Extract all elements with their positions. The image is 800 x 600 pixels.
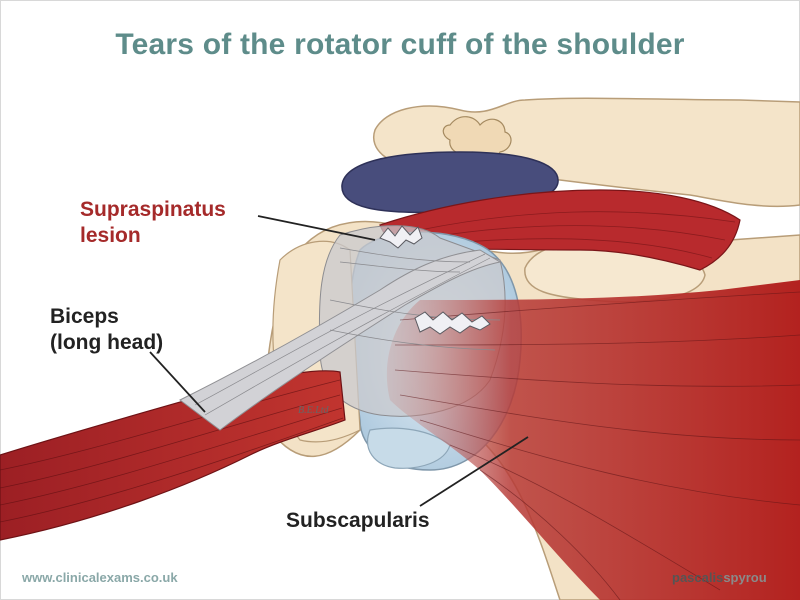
biceps-label: Biceps (long head) bbox=[50, 304, 163, 356]
supraspinatus-tear bbox=[379, 225, 423, 249]
subscapularis-label: Subscapularis bbox=[286, 509, 430, 532]
supraspinatus-label: Supraspinatus lesion bbox=[80, 197, 226, 249]
page-title: Tears of the rotator cuff of the shoulde… bbox=[115, 28, 685, 61]
subscapularis-leader-line bbox=[419, 436, 529, 507]
subscapularis-tear bbox=[414, 311, 491, 335]
ac-joint bbox=[442, 116, 512, 160]
biceps-fibers bbox=[0, 379, 344, 523]
supraspinatus-label-line2: lesion bbox=[80, 224, 141, 247]
artist-credit-first: pascalis bbox=[672, 570, 724, 585]
subscapularis-fibers bbox=[394, 291, 800, 600]
artist-credit: pascalisspyrou bbox=[672, 570, 767, 585]
biceps-leader-line bbox=[149, 351, 206, 413]
website-link[interactable]: www.clinicalexams.co.uk bbox=[22, 570, 178, 585]
biceps-muscle bbox=[0, 370, 346, 541]
biceps-tendon bbox=[179, 249, 502, 431]
biceps-label-line2: (long head) bbox=[50, 331, 164, 354]
supraspinatus-leader-line bbox=[257, 215, 376, 241]
supraspinatus-label-line1: Supraspinatus bbox=[80, 198, 226, 221]
artist-credit-last: spyrou bbox=[723, 570, 767, 585]
copyright-mark: B.E.Ltd bbox=[298, 405, 329, 416]
subscapularis-muscle bbox=[386, 280, 800, 600]
biceps-label-line1: Biceps bbox=[50, 305, 119, 328]
glenoid-lower bbox=[367, 427, 451, 469]
